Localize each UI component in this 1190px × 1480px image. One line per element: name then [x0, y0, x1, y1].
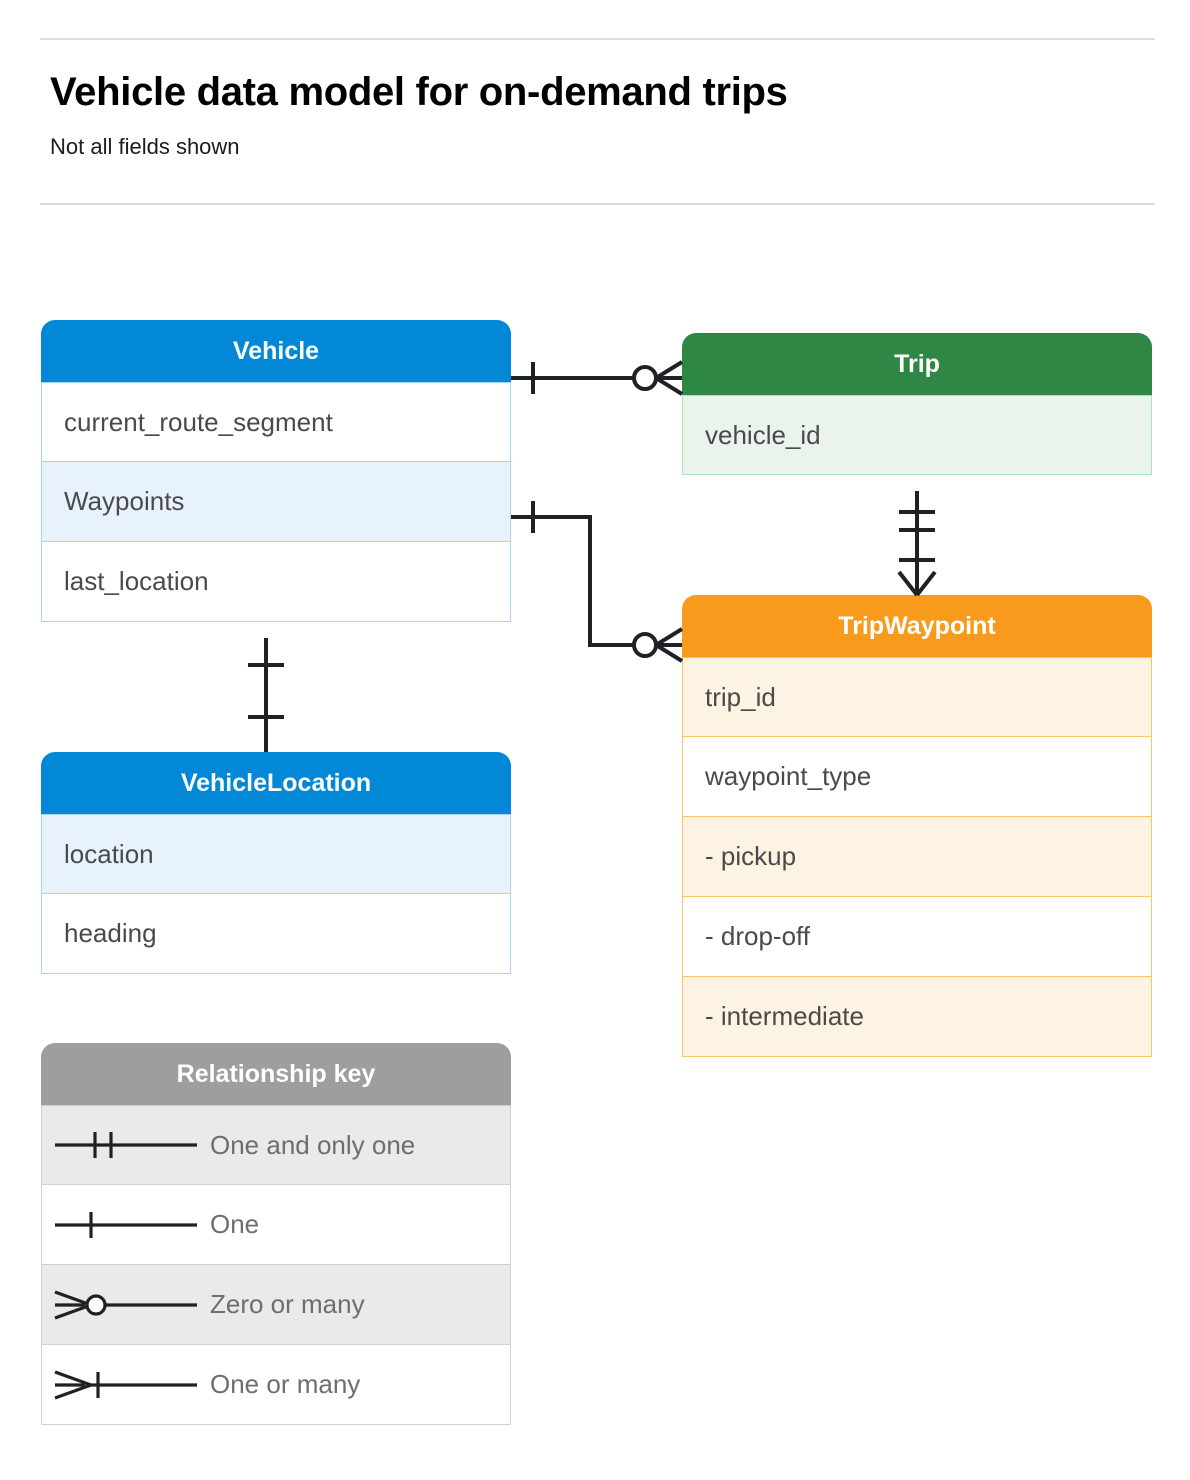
entity-trip-waypoint-title: TripWaypoint	[682, 595, 1152, 657]
entity-trip[interactable]: Trip vehicle_id	[682, 333, 1152, 475]
field-trip-id[interactable]: trip_id	[682, 657, 1152, 737]
legend-label-one-and-only-one: One and only one	[210, 1129, 416, 1160]
entity-vehicle[interactable]: Vehicle current_route_segment Waypoints …	[41, 320, 511, 622]
field-current-route-segment[interactable]: current_route_segment	[41, 382, 511, 462]
entity-vehicle-location[interactable]: VehicleLocation location heading	[41, 752, 511, 974]
field-heading[interactable]: heading	[41, 894, 511, 974]
connector-vehicle-to-vehicle-location	[248, 638, 284, 752]
divider-bottom	[40, 203, 1155, 205]
page-title: Vehicle data model for on-demand trips	[50, 70, 788, 114]
entity-trip-waypoint[interactable]: TripWaypoint trip_id waypoint_type - pic…	[682, 595, 1152, 1057]
one-icon	[42, 1205, 210, 1245]
page-subtitle: Not all fields shown	[50, 134, 240, 159]
field-waypoint-type-pickup[interactable]: - pickup	[682, 817, 1152, 897]
legend-title: Relationship key	[41, 1043, 511, 1105]
divider-top	[40, 38, 1155, 40]
entity-vehicle-location-title: VehicleLocation	[41, 752, 511, 814]
connector-vehicle-to-trip	[511, 360, 684, 396]
legend-label-one: One	[210, 1209, 260, 1239]
entity-vehicle-title: Vehicle	[41, 320, 511, 382]
legend-item-one-and-only-one: One and only one	[41, 1105, 511, 1185]
legend-item-one-or-many: One or many	[41, 1345, 511, 1425]
field-last-location[interactable]: last_location	[41, 542, 511, 622]
legend-relationship-key: Relationship key One and only one One	[41, 1043, 511, 1425]
connector-waypoints-to-trip-waypoint	[511, 501, 684, 663]
one-or-many-icon	[42, 1365, 210, 1405]
connector-trip-to-trip-waypoint	[897, 491, 937, 597]
field-waypoint-type[interactable]: waypoint_type	[682, 737, 1152, 817]
zero-or-many-icon	[42, 1285, 210, 1325]
field-location[interactable]: location	[41, 814, 511, 894]
legend-label-one-or-many: One or many	[210, 1369, 361, 1399]
field-waypoints[interactable]: Waypoints	[41, 462, 511, 542]
field-waypoint-type-intermediate[interactable]: - intermediate	[682, 977, 1152, 1057]
legend-label-zero-or-many: Zero or many	[210, 1289, 365, 1319]
legend-item-zero-or-many: Zero or many	[41, 1265, 511, 1345]
field-vehicle-id[interactable]: vehicle_id	[682, 395, 1152, 475]
entity-trip-title: Trip	[682, 333, 1152, 395]
legend-item-one: One	[41, 1185, 511, 1265]
one-and-only-one-icon	[42, 1125, 210, 1165]
field-waypoint-type-dropoff[interactable]: - drop-off	[682, 897, 1152, 977]
